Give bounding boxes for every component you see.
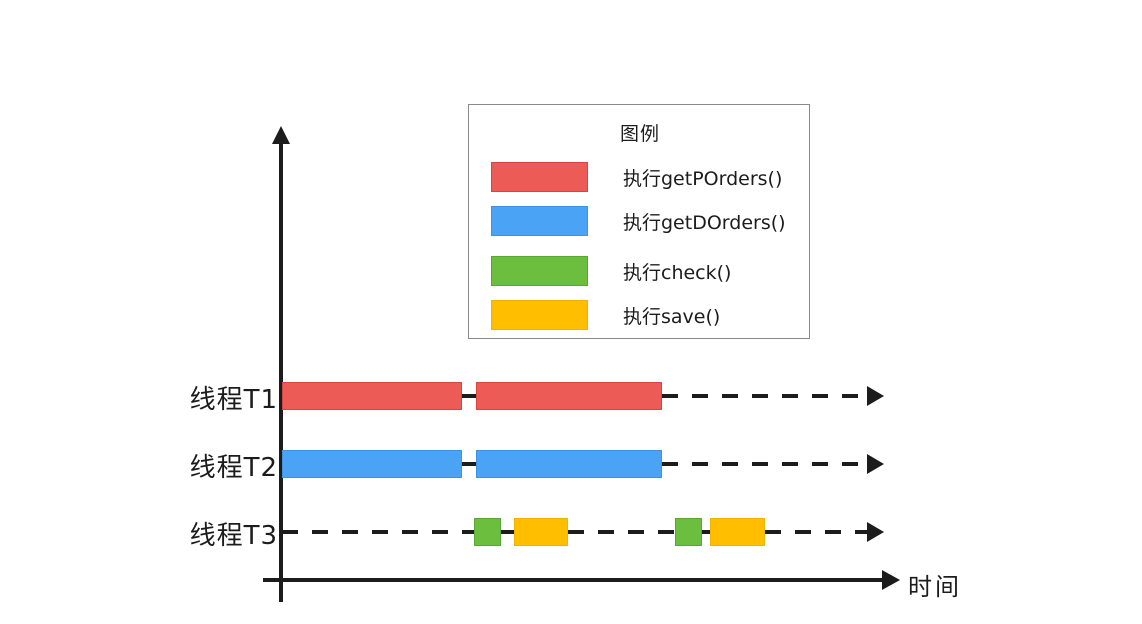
legend-item-get-dorders: 执行getDOrders() bbox=[491, 205, 801, 237]
timeline-dashed-line bbox=[765, 530, 867, 534]
x-axis-label: 时间 bbox=[908, 573, 962, 601]
legend-swatch-save bbox=[491, 300, 588, 330]
row-label-thread-t3: 线程T3 bbox=[189, 521, 278, 551]
timeline-arrow-icon bbox=[867, 522, 884, 542]
timeline-bar bbox=[710, 518, 765, 546]
x-axis-line bbox=[263, 578, 885, 582]
timeline-bar bbox=[514, 518, 568, 546]
timeline-dashed-line bbox=[662, 462, 867, 466]
timeline-dashed-line bbox=[282, 530, 474, 534]
timeline-arrow-icon bbox=[867, 454, 884, 474]
timeline-dashed-line bbox=[501, 530, 514, 534]
timeline-bar bbox=[675, 518, 702, 546]
timeline-dashed-line bbox=[662, 394, 867, 398]
legend-swatch-check bbox=[491, 256, 588, 286]
legend-swatch-get-dorders bbox=[491, 206, 588, 236]
row-label-thread-t2: 线程T2 bbox=[189, 453, 278, 483]
timeline-bar bbox=[476, 382, 662, 410]
legend-item-get-porders: 执行getPOrders() bbox=[491, 161, 801, 193]
timeline-dashed-line bbox=[462, 462, 476, 466]
timeline-track-thread-t3 bbox=[282, 517, 886, 547]
legend-item-save: 执行save() bbox=[491, 299, 801, 331]
timeline-dashed-line bbox=[462, 394, 476, 398]
timeline-bar bbox=[282, 382, 462, 410]
timeline-arrow-icon bbox=[867, 386, 884, 406]
timeline-dashed-line bbox=[702, 530, 710, 534]
legend-title: 图例 bbox=[619, 123, 660, 145]
row-label-thread-t1: 线程T1 bbox=[189, 385, 278, 415]
x-axis-arrow-icon bbox=[882, 570, 900, 590]
timeline-track-thread-t2 bbox=[282, 449, 886, 479]
legend-label-get-dorders: 执行getDOrders() bbox=[623, 211, 786, 234]
timeline-bar bbox=[282, 450, 462, 478]
timeline-track-thread-t1 bbox=[282, 381, 886, 411]
legend-item-check: 执行check() bbox=[491, 255, 801, 287]
y-axis-arrow-icon bbox=[272, 126, 290, 144]
legend-label-get-porders: 执行getPOrders() bbox=[623, 167, 783, 190]
legend-label-save: 执行save() bbox=[623, 305, 721, 328]
y-axis-line bbox=[279, 140, 283, 602]
legend-swatch-get-porders bbox=[491, 162, 588, 192]
legend-label-check: 执行check() bbox=[623, 261, 732, 284]
timeline-bar bbox=[476, 450, 662, 478]
legend-box: 图例 执行getPOrders() 执行getDOrders() 执行check… bbox=[468, 104, 810, 339]
timeline-bar bbox=[474, 518, 501, 546]
timeline-dashed-line bbox=[568, 530, 675, 534]
